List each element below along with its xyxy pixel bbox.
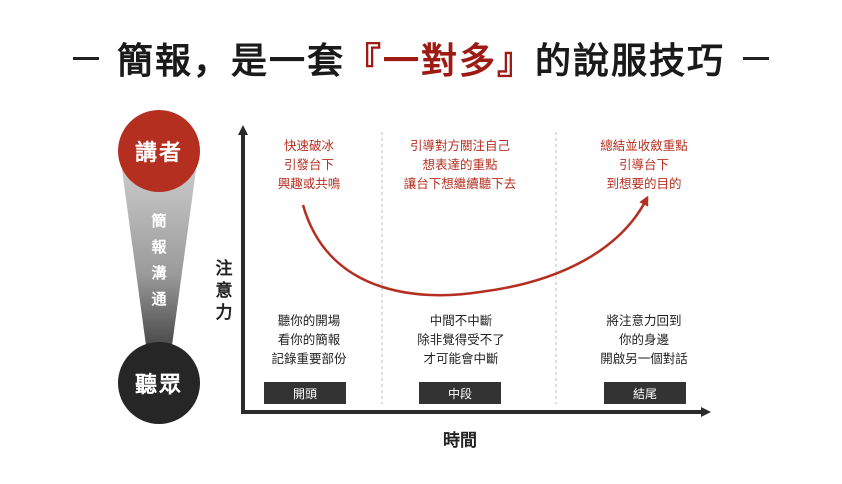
phase-text-line: 讓台下想繼續聽下去 (403, 176, 517, 191)
phase-ending-speaker-goal: 總結並收斂重點 引導台下 到想要的目的 (564, 136, 724, 193)
title-right-dash (743, 56, 770, 60)
attention-curve (301, 195, 649, 297)
funnel-shape (122, 170, 196, 360)
phase-text-line: 看你的簡報 (277, 332, 341, 347)
phase-text-line: 聽你的開場 (277, 313, 341, 328)
phase-middle-audience-state: 中間不中斷 除非覺得受不了 才可能會中斷 (381, 311, 541, 368)
phase-text-line: 引發台下 (283, 157, 334, 172)
title-highlight: 『一對多』 (344, 41, 535, 82)
phase-text-line: 到想要的目的 (606, 176, 682, 191)
phase-text-line: 快速破冰 (283, 138, 334, 153)
phase-opening-label: 開頭 (264, 382, 346, 404)
phase-name: 中段 (447, 386, 472, 401)
phase-text-line: 將注意力回到 (606, 313, 682, 328)
audience-label: 聽眾 (134, 373, 183, 398)
phase-text-line: 引導台下 (618, 157, 669, 172)
phase-name: 開頭 (292, 386, 317, 401)
title-text: 簡報，是一套『一對多』的說服技巧 (117, 32, 725, 84)
funnel-middle-label: 簡報溝通 (151, 212, 167, 308)
page-title: 簡報，是一套『一對多』的說服技巧 (0, 30, 842, 86)
phase-middle-speaker-goal: 引導對方關注自己 想表達的重點 讓台下想繼續聽下去 (380, 136, 540, 193)
phase-text-line: 你的身邊 (618, 332, 669, 347)
phase-text-line: 除非覺得受不了 (417, 332, 505, 347)
phase-text-line: 開啟另一個對話 (600, 351, 688, 366)
phase-text-line: 興趣或共鳴 (277, 176, 341, 191)
phase-ending-audience-state: 將注意力回到 你的身邊 開啟另一個對話 (564, 311, 724, 368)
speaker-circle: 講者 (118, 110, 200, 192)
y-axis-label: 注意力 (215, 259, 233, 323)
phase-opening-speaker-goal: 快速破冰 引發台下 興趣或共鳴 (229, 136, 389, 193)
speaker-label: 講者 (134, 141, 183, 166)
title-prefix: 簡報，是一套 (116, 41, 345, 82)
phase-text-line: 記錄重要部份 (271, 351, 347, 366)
phase-text-line: 想表達的重點 (422, 157, 498, 172)
phase-middle-label: 中段 (419, 382, 501, 404)
title-suffix: 的說服技巧 (535, 41, 726, 82)
phase-opening-audience-state: 聽你的開場 看你的簡報 記錄重要部份 (229, 311, 389, 368)
audience-circle: 聽眾 (118, 342, 200, 424)
phase-text-line: 才可能會中斷 (423, 351, 499, 366)
phase-text-line: 總結並收斂重點 (600, 138, 688, 153)
phase-text-line: 中間不中斷 (429, 313, 493, 328)
x-axis-label: 時間 (443, 431, 477, 451)
title-left-dash (72, 56, 99, 60)
phase-ending-label: 結尾 (604, 382, 686, 404)
phase-text-line: 引導對方關注自己 (409, 138, 510, 153)
phase-name: 結尾 (632, 386, 657, 401)
